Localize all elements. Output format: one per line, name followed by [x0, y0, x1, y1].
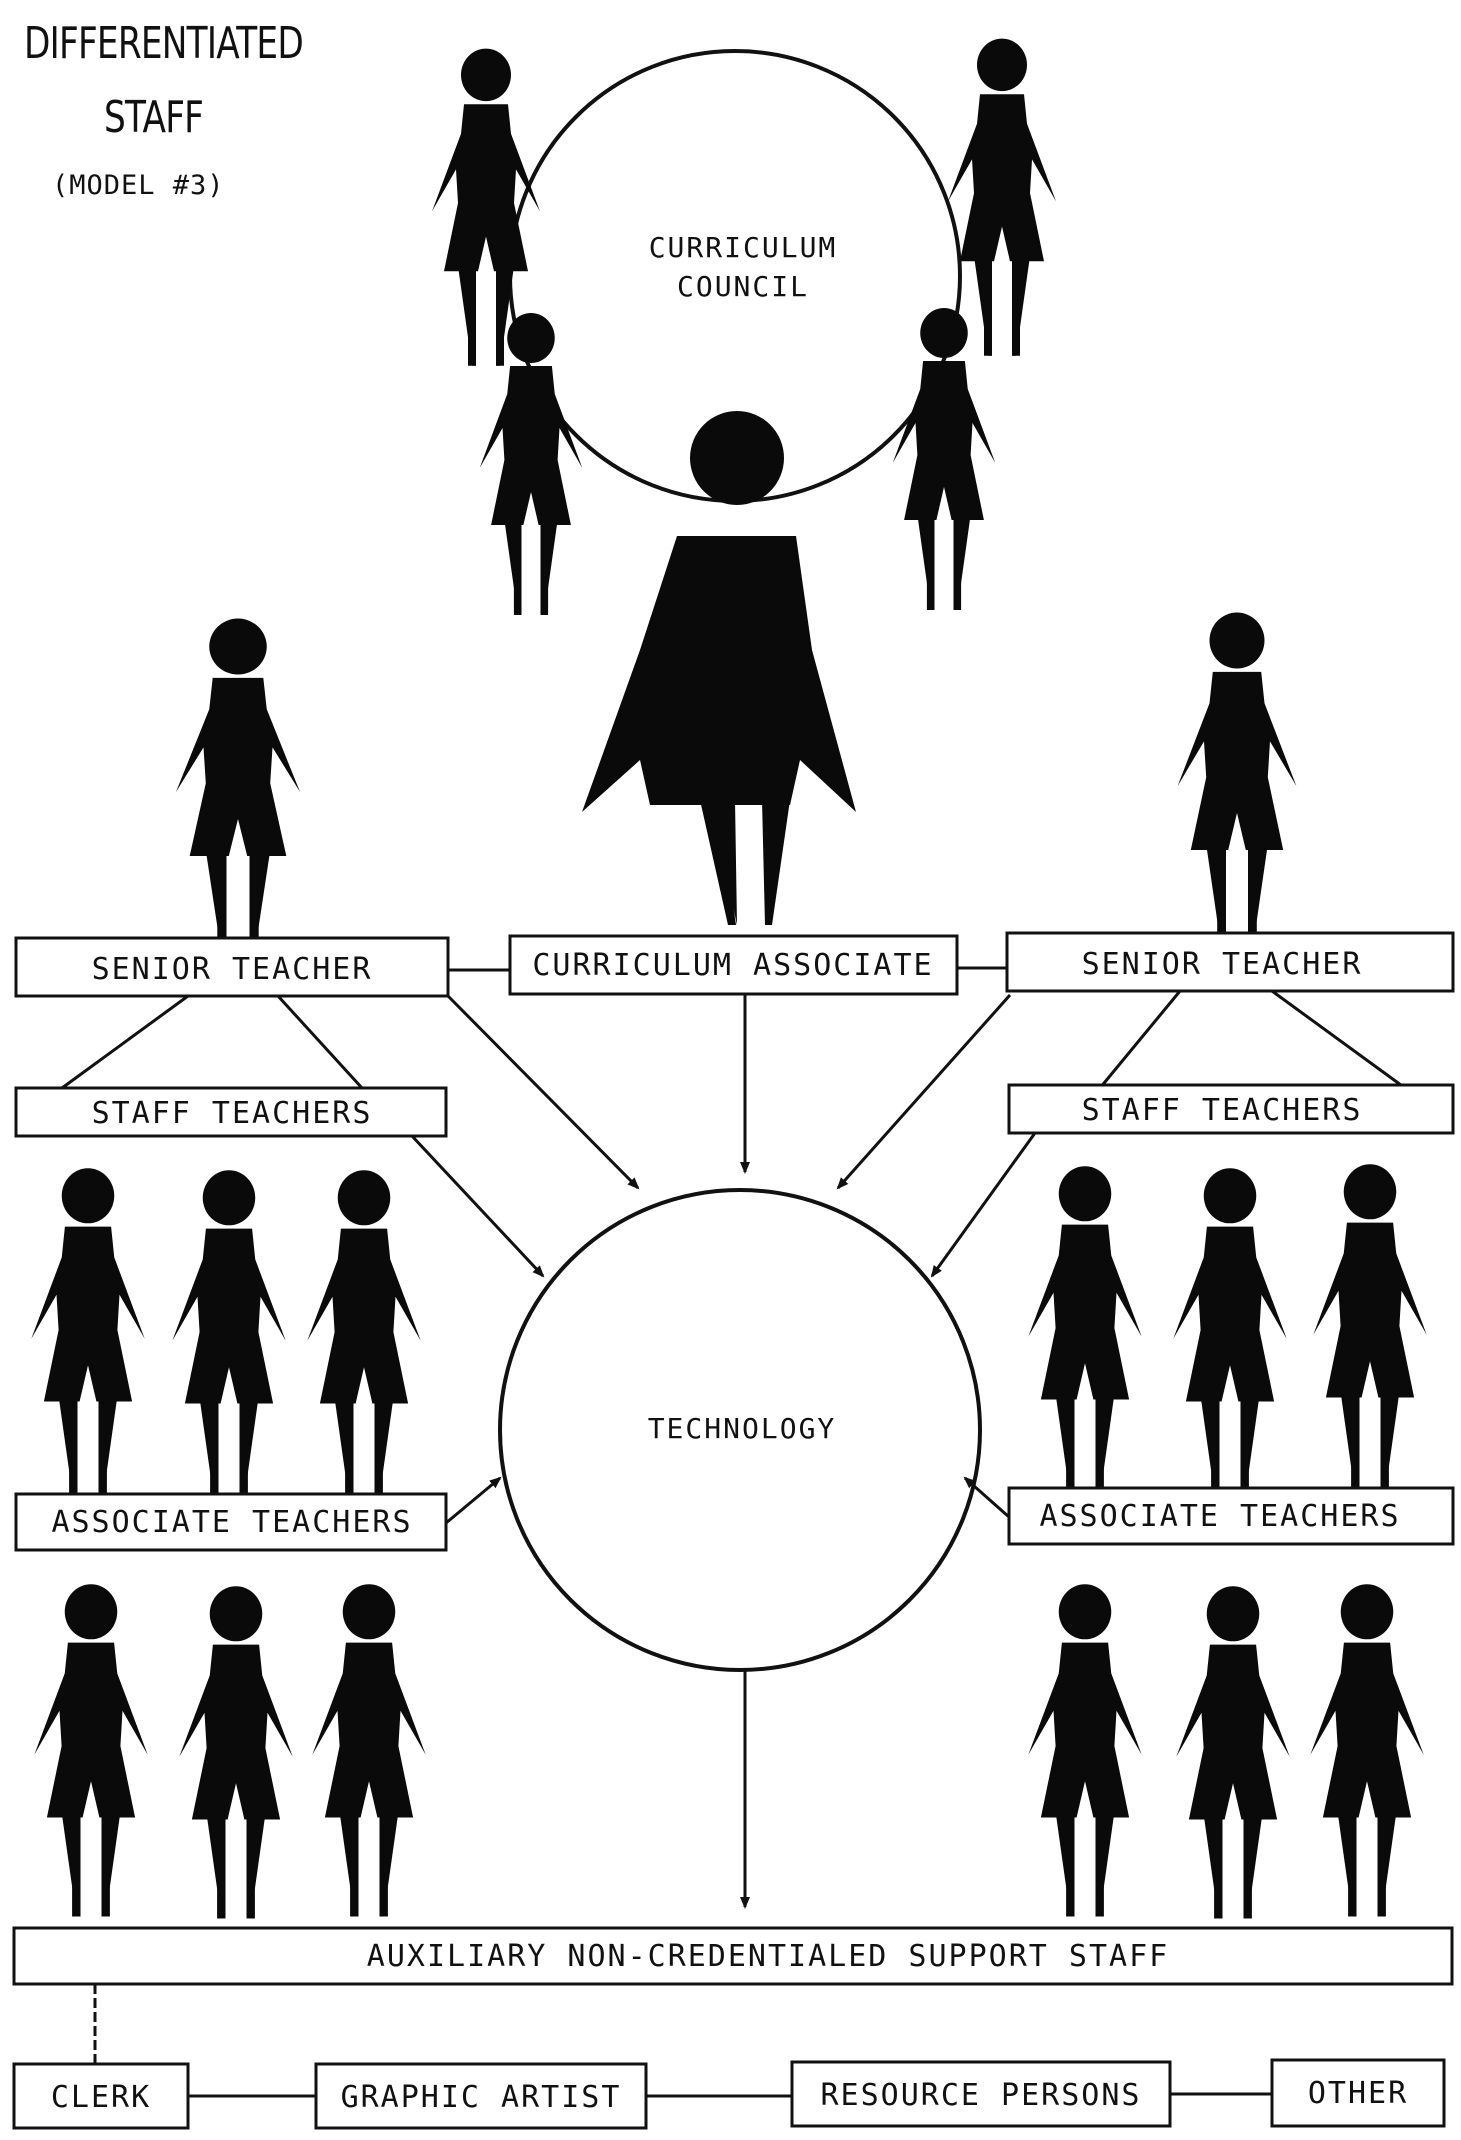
curriculum-associate-box — [508, 934, 959, 996]
clerk-label: CLERK — [51, 2080, 151, 2115]
auxiliary-support-staff-box — [12, 1926, 1454, 1986]
diagram-subtitle: (MODEL #3) — [52, 170, 225, 201]
council-member-figure — [479, 313, 583, 615]
graphic-artist-box — [314, 2062, 648, 2130]
associate-teacher-figure — [34, 1584, 148, 1917]
staff-teacher-figure — [31, 1168, 145, 1501]
other-label: OTHER — [1308, 2076, 1408, 2111]
senior-teacher-right-label: SENIOR TEACHER — [1082, 947, 1363, 982]
associate-teachers-left-box — [14, 1492, 448, 1552]
diagram-title-line2: STAFF — [104, 92, 204, 143]
council-member-figure — [948, 38, 1056, 356]
associate-teachers-left-label: ASSOCIATE TEACHERS — [51, 1505, 412, 1540]
staff-teachers-left-label: STAFF TEACHERS — [92, 1096, 373, 1131]
associate-teacher-figure — [312, 1584, 426, 1917]
staff-teachers-right-label: STAFF TEACHERS — [1082, 1093, 1363, 1128]
staff-teacher-figure — [1173, 1168, 1287, 1501]
senior-teacher-figure — [1177, 612, 1297, 951]
associate-teachers-right-label: ASSOCIATE TEACHERS — [1039, 1499, 1400, 1534]
staff-teacher-figure — [1313, 1164, 1427, 1497]
technology-label: TECHNOLOGY — [648, 1412, 837, 1445]
clerk-box — [12, 2062, 190, 2130]
technology-circle — [498, 1188, 982, 1672]
associate-teacher-figure — [1176, 1586, 1290, 1919]
diagram-title: DIFFERENTIATED — [24, 18, 304, 69]
curriculum-council-label-line2: COUNCIL — [677, 270, 809, 303]
graphic-artist-label: GRAPHIC ARTIST — [341, 2080, 622, 2115]
curriculum-council-label-line1: CURRICULUM — [649, 231, 838, 264]
staff-teacher-figure — [1028, 1166, 1142, 1499]
staff-teachers-left-box — [14, 1086, 448, 1138]
associate-teacher-figure — [1310, 1584, 1424, 1917]
staff-teacher-figure — [172, 1170, 286, 1503]
senior-teacher-figure — [175, 618, 301, 957]
council-member-figure — [892, 308, 996, 610]
staff-teachers-right-box — [1007, 1083, 1455, 1135]
senior-teacher-right-box — [1005, 931, 1455, 993]
auxiliary-support-staff-label: AUXILIARY NON-CREDENTIALED SUPPORT STAFF — [367, 1939, 1169, 1974]
other-box — [1270, 2058, 1446, 2128]
senior-teacher-left-box — [14, 936, 450, 998]
curriculum-associate-figure — [582, 411, 856, 925]
associate-teacher-figure — [1028, 1584, 1142, 1917]
associate-teacher-figure — [179, 1586, 293, 1919]
resource-persons-label: RESOURCE PERSONS — [821, 2078, 1142, 2113]
curriculum-associate-label: CURRICULUM ASSOCIATE — [532, 948, 933, 983]
staff-teacher-figure — [307, 1170, 421, 1503]
resource-persons-box — [790, 2060, 1172, 2128]
senior-teacher-left-label: SENIOR TEACHER — [92, 952, 373, 987]
associate-teachers-right-box — [1007, 1486, 1455, 1546]
